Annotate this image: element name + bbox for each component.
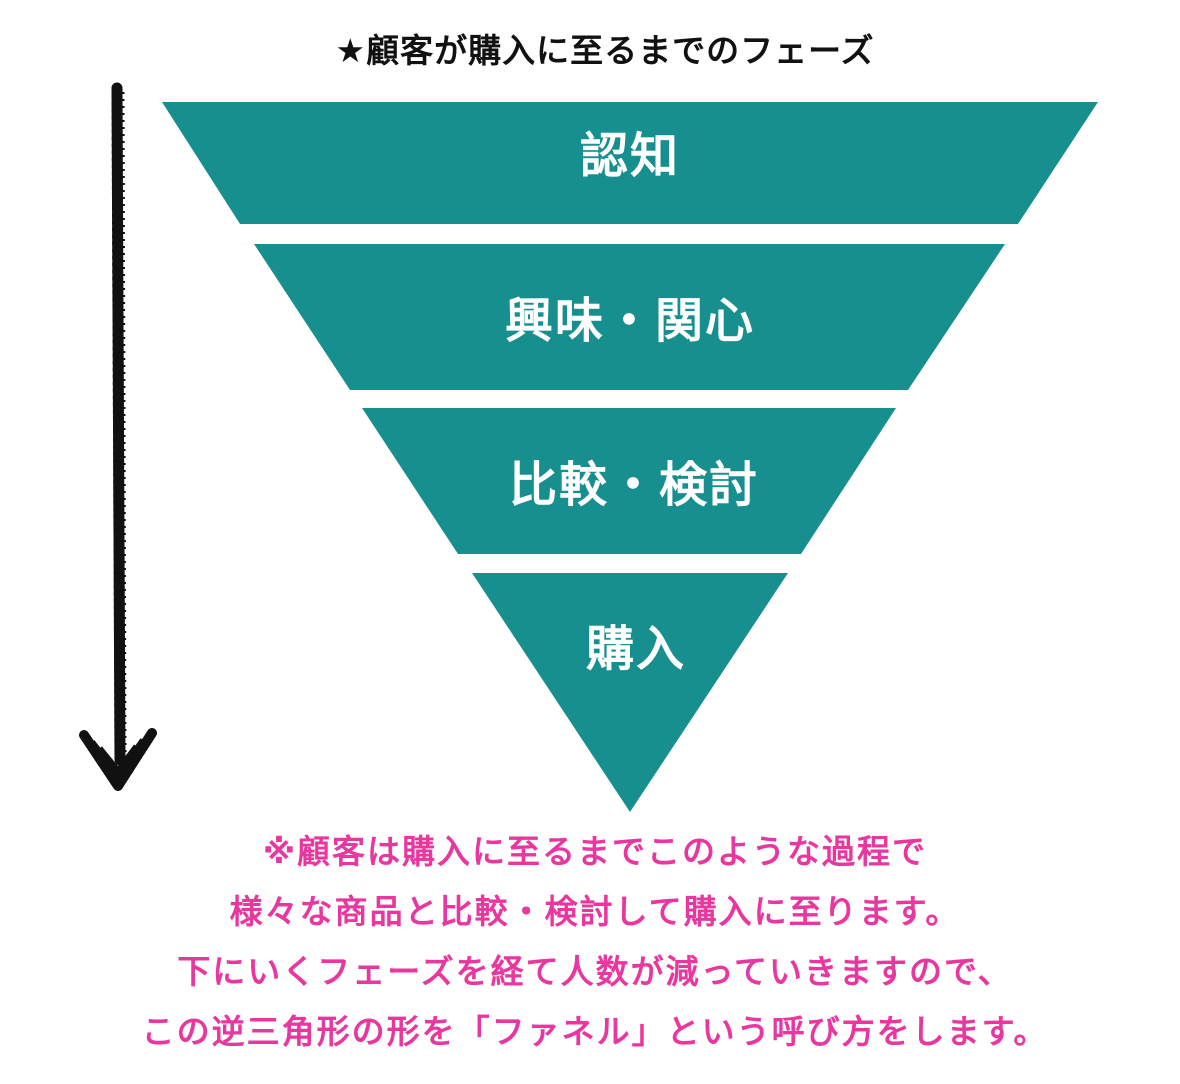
stage-label-interest: 興味・関心 bbox=[505, 293, 755, 349]
funnel-stage-comparison bbox=[362, 408, 896, 554]
stage-label-comparison: 比較・検討 bbox=[509, 457, 759, 513]
diagram-title: ★顧客が購入に至るまでのフェーズ bbox=[335, 31, 875, 70]
funnel-stage-interest bbox=[254, 244, 1005, 390]
note-line: ※顧客は購入に至るまでこのような過程で bbox=[262, 832, 928, 871]
funnel-stage-awareness bbox=[162, 102, 1098, 224]
stage-label-purchase: 購入 bbox=[586, 621, 686, 677]
explanation-note: ※顧客は購入に至るまでこのような過程で 様々な商品と比較・検討して購入に至ります… bbox=[0, 822, 1180, 1062]
stage-label-awareness: 認知 bbox=[580, 128, 680, 184]
funnel-stage-purchase bbox=[472, 573, 788, 812]
note-line: この逆三角形の形を「ファネル」という呼び方をします。 bbox=[141, 1012, 1049, 1051]
down-arrow-icon bbox=[79, 82, 157, 791]
note-line: 下にいくフェーズを経て人数が減っていきますので、 bbox=[177, 952, 1013, 991]
note-line: 様々な商品と比較・検討して購入に至ります。 bbox=[229, 892, 961, 931]
